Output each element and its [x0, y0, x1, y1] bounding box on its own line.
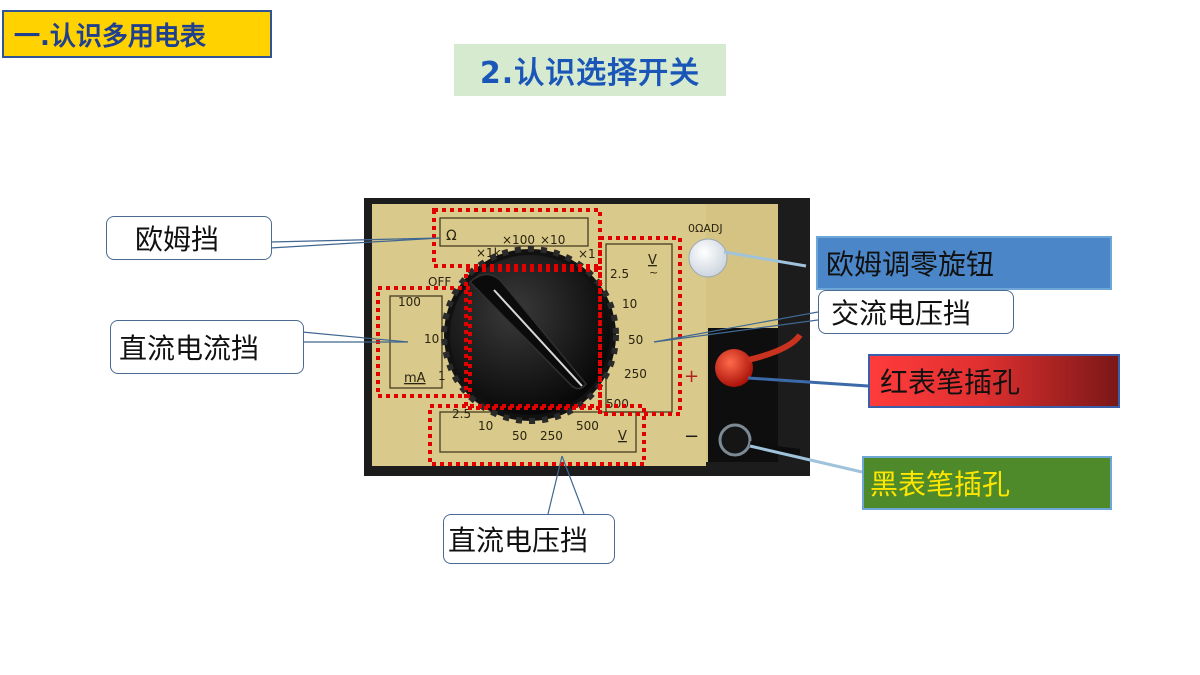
- ac-voltage-unit: V: [648, 253, 657, 268]
- callout-ohm-range: 欧姆挡: [106, 216, 272, 260]
- page-title: 2.认识选择开关: [454, 44, 726, 96]
- zero-knob-leader: [723, 250, 807, 268]
- dc-current-tick-100: 100: [398, 295, 421, 309]
- selector-switch-highlight: [464, 268, 602, 410]
- ac-voltage-tick-10: 10: [622, 297, 637, 311]
- plus-sign: +: [684, 366, 699, 387]
- ac-voltage-tick-250: 250: [624, 367, 647, 381]
- ac-voltage-tick-2-5: 2.5: [610, 267, 629, 281]
- dc-voltage-unit: V: [618, 429, 627, 444]
- dc-current-unit: mA: [404, 371, 426, 386]
- minus-sign: −: [684, 426, 699, 447]
- dc-voltage-tick-500: 500: [576, 419, 599, 433]
- ac-voltage-leader: [653, 311, 819, 343]
- dc-voltage-leader-2: [561, 455, 585, 515]
- black-probe-jack[interactable]: [718, 423, 752, 457]
- dc-voltage-tick-250: 250: [540, 429, 563, 443]
- dc-voltage-tick-10: 10: [478, 419, 493, 433]
- dc-voltage-leader: [547, 455, 563, 515]
- dc-voltage-tick-2-5: 2.5: [452, 407, 471, 421]
- ac-voltage-tick-50: 50: [628, 333, 643, 347]
- red-probe-lead: [747, 333, 803, 363]
- pointer-highlight: [493, 289, 583, 387]
- dc-voltage-range-highlight: [428, 404, 646, 466]
- off-label: OFF: [428, 275, 451, 289]
- zero-adj-label: 0ΩADJ: [688, 222, 723, 235]
- ohm-multiplier-1: ×1: [578, 247, 596, 261]
- red-probe-jack[interactable]: [715, 349, 753, 387]
- dc-current-tick-10: 10: [424, 332, 439, 346]
- black-probe-lead: [749, 441, 801, 455]
- black-jack-leader: [749, 444, 863, 474]
- callout-ohm-zero-knob: 欧姆调零旋钮: [816, 236, 1112, 290]
- callout-dc-voltage-range: 直流电压挡: [443, 514, 615, 564]
- ohm-multiplier-100: ×100: [502, 233, 535, 247]
- callout-ac-voltage-range: 交流电压挡: [818, 290, 1014, 334]
- dc-voltage-tick-50: 50: [512, 429, 527, 443]
- section-tag: 一.认识多用电表: [2, 10, 272, 58]
- ac-symbol: ~: [649, 266, 658, 279]
- dc-current-tick-1: 1: [438, 369, 446, 383]
- ac-voltage-leader-2: [653, 319, 819, 343]
- ohm-range-leader: [269, 237, 441, 243]
- ohm-range-leader-2: [269, 237, 441, 249]
- ohm-print-frame: [439, 217, 589, 247]
- ohm-multiplier-10: ×10: [540, 233, 565, 247]
- red-jack-leader: [747, 376, 869, 388]
- callout-red-probe-jack: 红表笔插孔: [868, 354, 1120, 408]
- zero-adjust-knob[interactable]: [688, 238, 728, 278]
- callout-dc-current-range: 直流电流挡: [110, 320, 304, 374]
- ac-voltage-range-highlight: [598, 236, 682, 416]
- callout-black-probe-jack: 黑表笔插孔: [862, 456, 1112, 510]
- ohm-symbol: Ω: [446, 228, 457, 244]
- dc-current-leader: [301, 331, 409, 343]
